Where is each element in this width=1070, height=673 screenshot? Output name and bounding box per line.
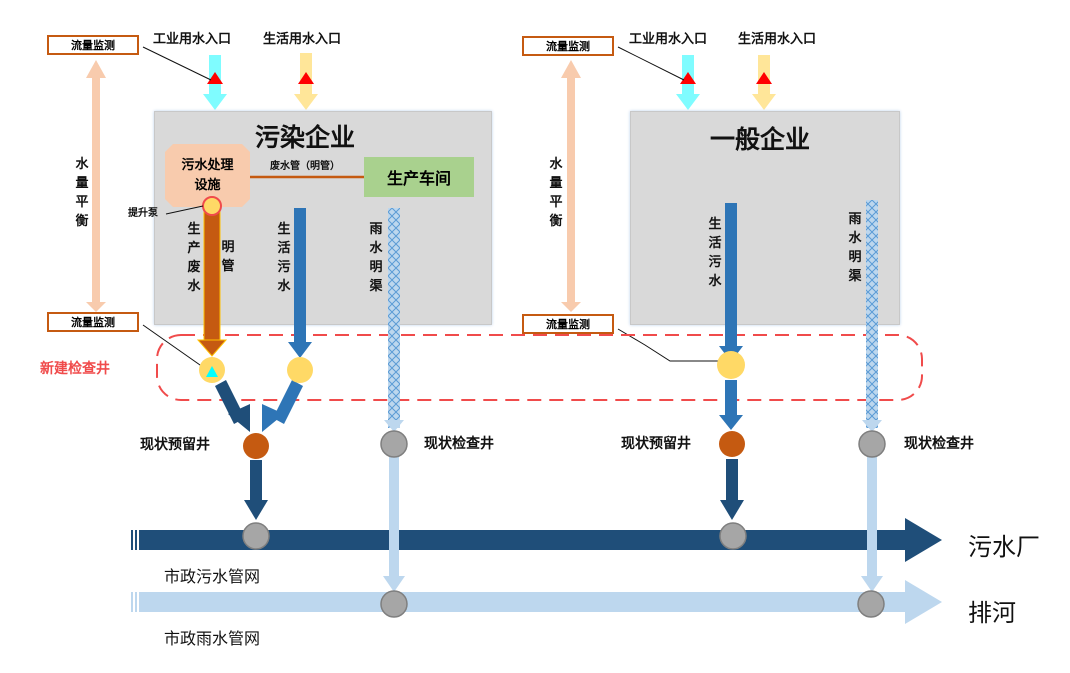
monitor-marker-icon <box>206 366 218 377</box>
water-balance-arrow-left <box>86 60 106 312</box>
municipal-sewage-network-label: 市政污水管网 <box>164 567 261 586</box>
rain-channel-left <box>384 208 404 432</box>
industrial-inlet-label-left: 工业用水入口 <box>153 32 232 47</box>
industrial-inlet-arrow-right <box>676 55 700 110</box>
reserved-well-left[interactable] <box>243 433 269 459</box>
inspection-well-left[interactable] <box>380 430 408 458</box>
wastewater-treatment-facility[interactable]: 污水处理设施 <box>165 144 250 207</box>
monitor-marker-icon <box>680 72 696 84</box>
inspection-well-label-left: 现状检查井 <box>424 436 494 452</box>
flow-monitor-bottom-right[interactable]: 流量监测 <box>522 314 614 334</box>
production-wastewater-label: 生产废水 <box>187 222 201 294</box>
industrial-inlet-label-right: 工业用水入口 <box>629 32 708 47</box>
monitor-marker-icon <box>298 72 314 84</box>
municipal-sewage-main-pipe <box>131 518 942 562</box>
monitor-marker-icon <box>756 72 772 84</box>
general-enterprise-title: 一般企业 <box>710 125 811 154</box>
production-to-reserved-well-arrow <box>215 380 250 432</box>
leader-line <box>165 205 204 215</box>
domestic-inlet-label-left: 生活用水入口 <box>263 32 342 47</box>
flow-monitor-top-left[interactable]: 流量监测 <box>47 35 139 55</box>
leader-line <box>142 324 211 373</box>
industrial-inlet-arrow-left <box>203 55 227 110</box>
production-workshop[interactable]: 生产车间 <box>364 157 474 197</box>
domestic-sewage-label-right: 生活污水 <box>708 217 722 289</box>
rain-channel-label-left: 雨水明渠 <box>369 222 383 294</box>
water-balance-arrow-right <box>561 60 581 312</box>
open-pipe-label: 明管 <box>221 240 235 274</box>
lift-pump-icon[interactable] <box>202 196 222 216</box>
domestic-inlet-arrow-right <box>752 55 776 110</box>
domestic-sewage-pipe-right <box>719 203 743 430</box>
reserved-well-to-main-left <box>244 460 268 520</box>
inspection-well-right[interactable] <box>858 430 886 458</box>
general-enterprise-box <box>630 111 900 325</box>
rain-connection-left <box>383 456 405 592</box>
flow-monitor-bottom-left[interactable]: 流量监测 <box>47 312 139 332</box>
sewage-main-junction-right[interactable] <box>719 522 747 550</box>
domestic-inlet-label-right: 生活用水入口 <box>738 32 817 47</box>
rain-connection-right <box>861 456 883 592</box>
reserved-well-label-right: 现状预留井 <box>621 436 691 452</box>
domestic-inlet-arrow-left <box>294 53 318 110</box>
leader-line <box>617 46 685 81</box>
polluting-enterprise-title: 污染企业 <box>255 123 356 152</box>
municipal-rain-main-pipe <box>131 580 942 624</box>
sewage-plant-label: 污水厂 <box>968 533 1040 561</box>
domestic-to-reserved-well-arrow <box>262 380 303 432</box>
flow-monitor-top-right[interactable]: 流量监测 <box>522 36 614 56</box>
lift-pump-label: 提升泵 <box>128 208 158 219</box>
new-inspection-well-domestic[interactable] <box>287 357 313 383</box>
inspection-well-label-right: 现状检查井 <box>904 436 974 452</box>
sewage-main-junction-left[interactable] <box>242 522 270 550</box>
water-balance-label-right: 水量平衡 <box>549 157 563 229</box>
new-inspection-well-general[interactable] <box>717 351 745 379</box>
rain-main-junction-left[interactable] <box>380 590 408 618</box>
reserved-well-right[interactable] <box>719 431 745 457</box>
river-discharge-label: 排河 <box>968 599 1016 627</box>
domestic-sewage-pipe-left <box>288 208 312 358</box>
production-wastewater-pipe <box>196 211 228 357</box>
new-inspection-well-label: 新建检查井 <box>40 361 110 377</box>
wastewater-pipe-label: 废水管（明管） <box>270 161 340 172</box>
reserved-well-to-main-right <box>720 459 744 520</box>
new-well-zone-outline <box>156 334 923 401</box>
leader-line <box>142 46 212 81</box>
rain-main-junction-right[interactable] <box>857 590 885 618</box>
rain-channel-label-right: 雨水明渠 <box>848 212 862 284</box>
monitor-marker-icon <box>207 72 223 84</box>
leader-line <box>617 328 720 362</box>
water-balance-label-left: 水量平衡 <box>75 157 89 229</box>
municipal-rain-network-label: 市政雨水管网 <box>164 629 261 648</box>
rain-channel-right <box>862 200 882 432</box>
reserved-well-label-left: 现状预留井 <box>140 437 210 453</box>
domestic-sewage-label-left: 生活污水 <box>277 222 291 294</box>
